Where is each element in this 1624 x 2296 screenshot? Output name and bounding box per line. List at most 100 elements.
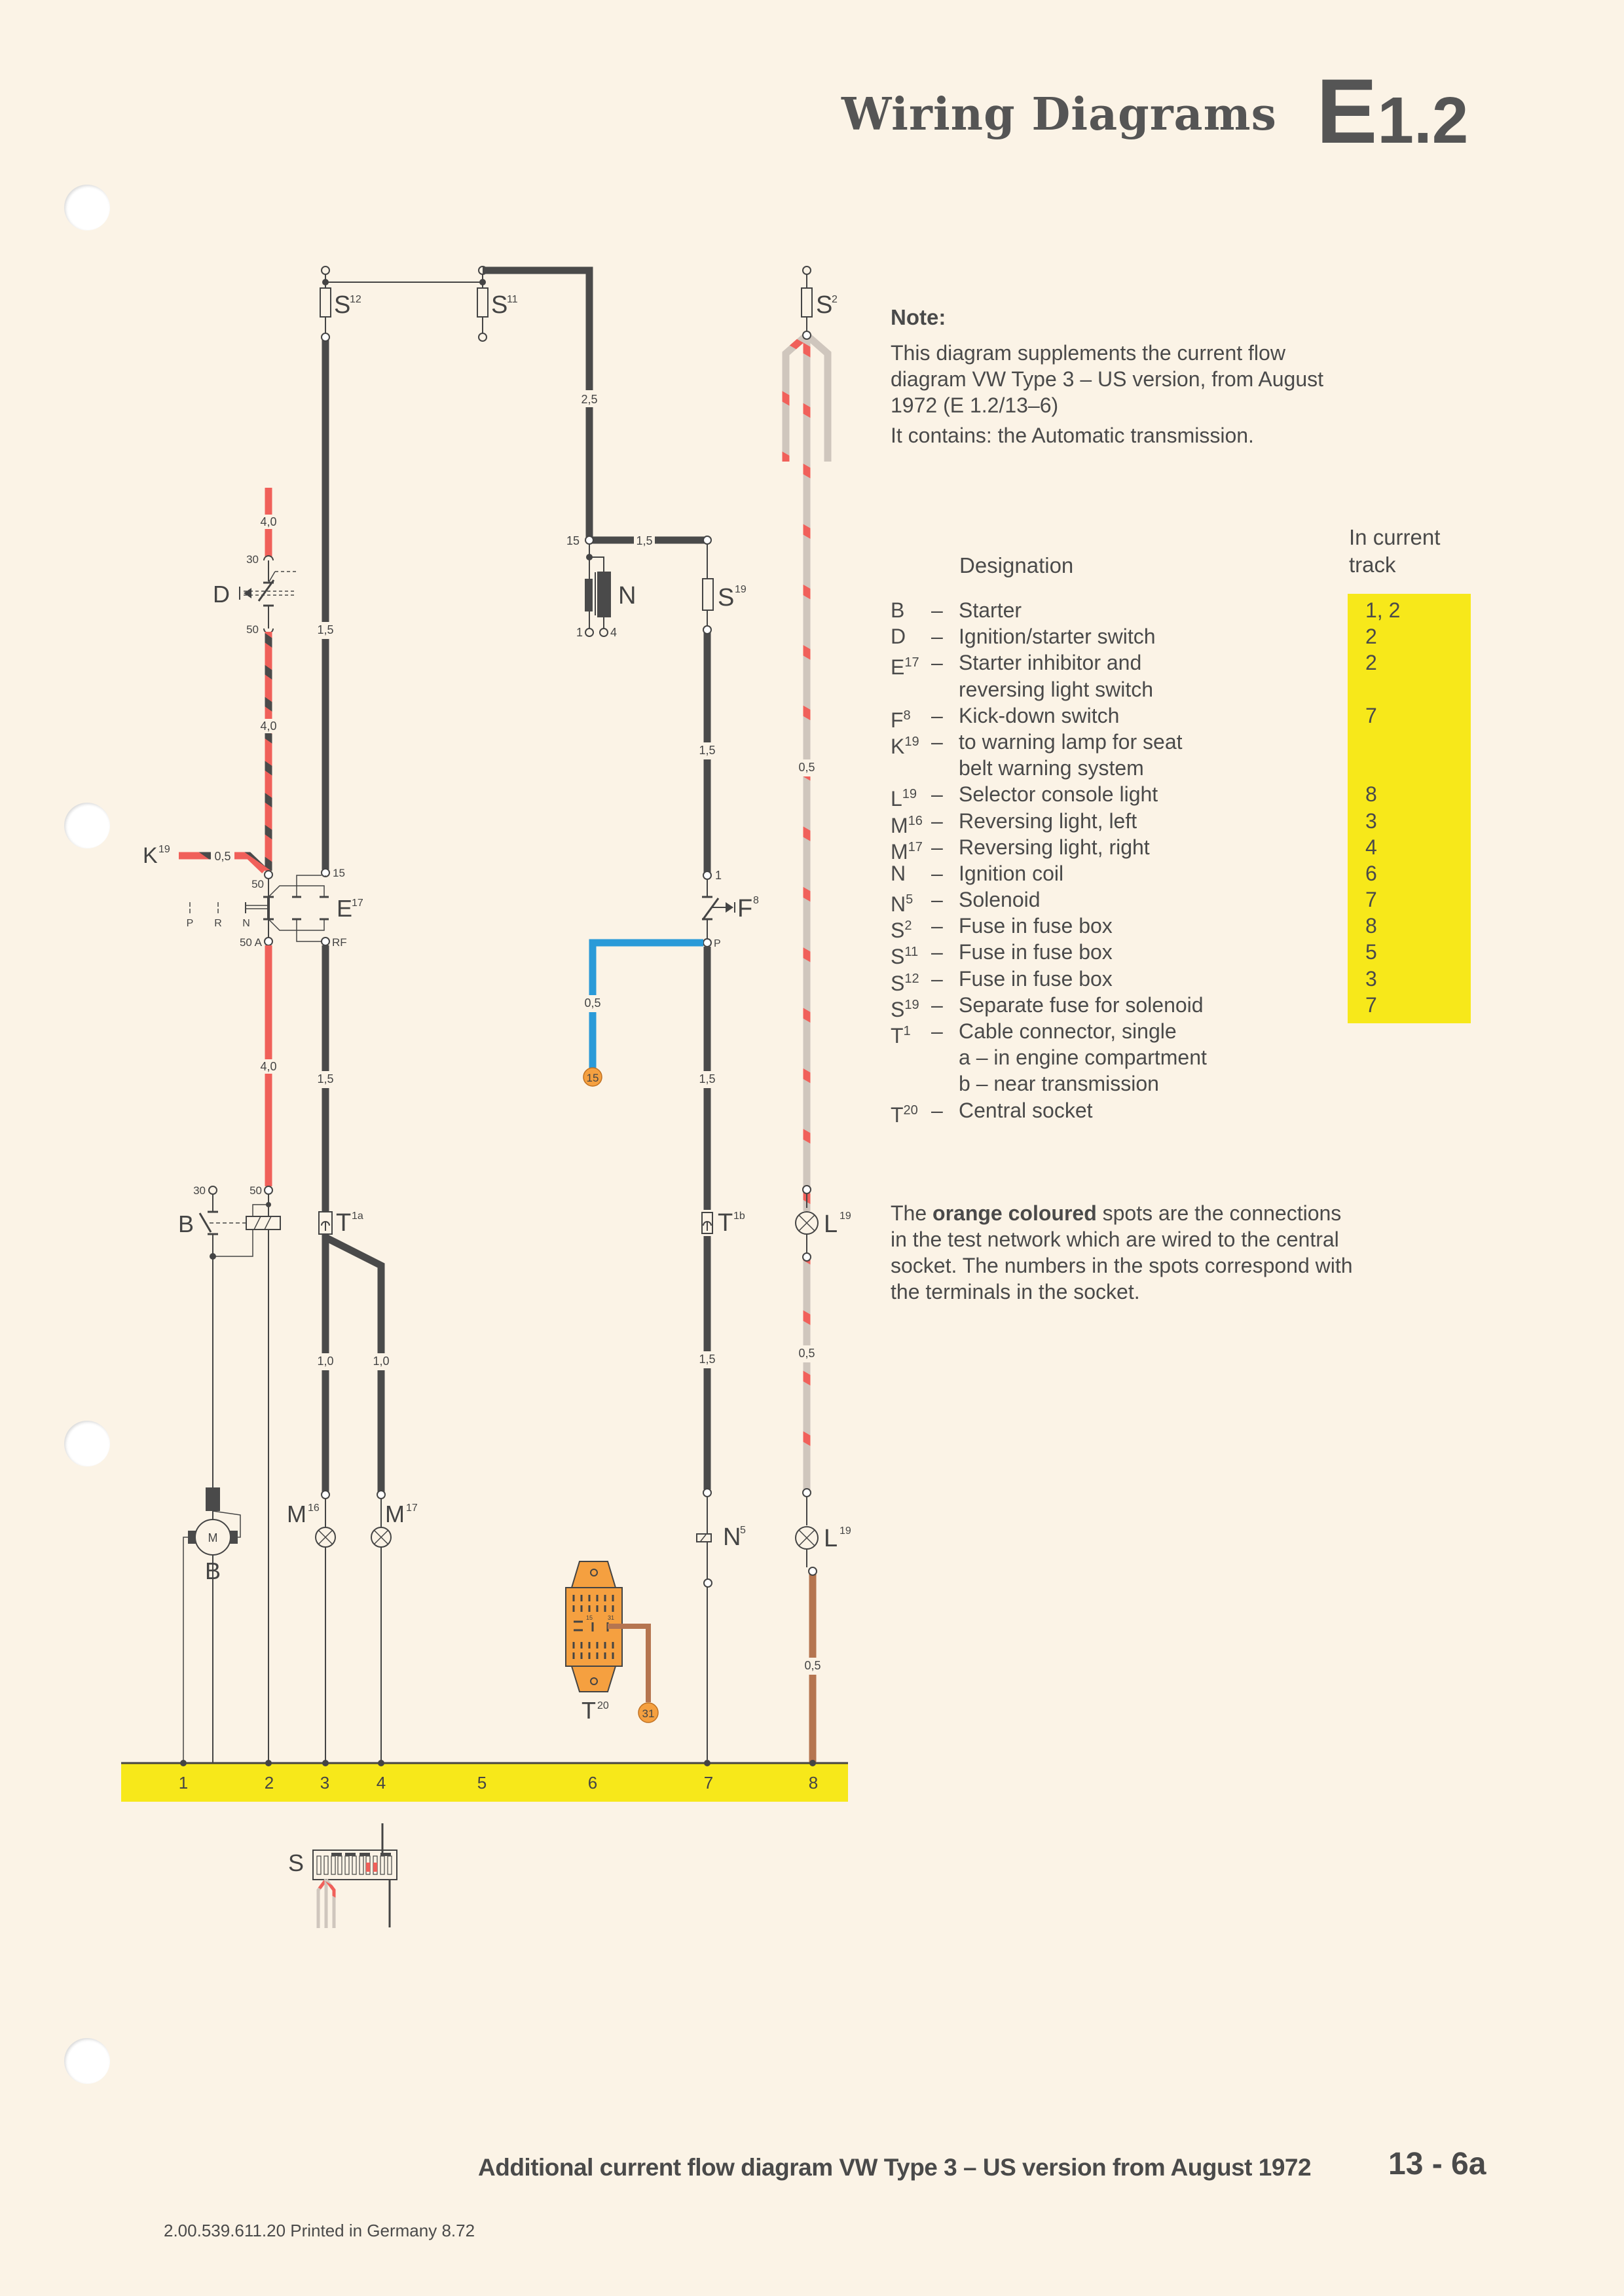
info-prefix: The: [891, 1201, 933, 1225]
svg-text:F: F: [737, 895, 752, 922]
legend-dash: –: [931, 729, 943, 754]
legend-code: T1: [891, 1018, 911, 1049]
legend-track: 2: [1365, 651, 1377, 675]
legend-dash: –: [931, 940, 943, 964]
legend-dash: –: [931, 651, 943, 675]
svg-text:B: B: [205, 1558, 221, 1584]
legend-dash: –: [931, 835, 943, 859]
svg-text:0,5: 0,5: [584, 996, 600, 1010]
connector-t1b: T 1b: [701, 1209, 745, 1237]
svg-text:B: B: [178, 1211, 194, 1237]
legend-code: S19: [891, 992, 919, 1023]
legend-code: M16: [891, 808, 923, 839]
ignition-coil-n: 1 4 N: [576, 544, 636, 639]
legend-row: T1–Cable connector, single: [891, 1018, 1480, 1048]
legend-code: D: [891, 623, 906, 649]
svg-text:19: 19: [735, 584, 747, 595]
legend-code: L19: [891, 781, 917, 812]
svg-text:15: 15: [566, 534, 580, 547]
connector-t1a: T 1a: [318, 1209, 363, 1237]
legend-code-sup: 19: [902, 787, 917, 802]
legend-code-letter: S: [891, 945, 905, 969]
legend-dash: –: [931, 966, 943, 991]
svg-text:7: 7: [704, 1773, 713, 1793]
svg-text:R: R: [214, 918, 222, 929]
reversing-light-m17: M 17: [371, 1490, 418, 1762]
svg-text:0,5: 0,5: [804, 1659, 821, 1672]
legend-code-letter: K: [891, 734, 905, 758]
k19-seatbelt-wire: K 19 0,5: [143, 843, 267, 873]
legend-description: Central socket: [959, 1098, 1093, 1122]
legend-code: S11: [891, 939, 918, 970]
legend-code-sup: 16: [908, 813, 923, 828]
track-column-highlight: [1348, 594, 1471, 1023]
legend-dash: –: [931, 1098, 943, 1122]
fuse-s11: S 11: [477, 266, 518, 342]
solenoid-n5: N 5: [696, 1497, 746, 1760]
legend-track: 6: [1365, 861, 1377, 885]
legend-dash: –: [931, 625, 943, 649]
svg-text:1,5: 1,5: [699, 1072, 715, 1085]
legend-dash: –: [931, 782, 943, 807]
legend-dash: –: [931, 598, 943, 622]
svg-text:15: 15: [587, 1072, 599, 1084]
svg-text:8: 8: [809, 1773, 818, 1793]
legend-description: to warning lamp for seat: [959, 729, 1183, 754]
punch-hole: [64, 2038, 110, 2084]
starter-relay-b: 30 50 B: [178, 1184, 281, 1762]
svg-text:L: L: [824, 1525, 838, 1552]
svg-text:1,5: 1,5: [317, 623, 333, 636]
svg-text:4: 4: [610, 626, 617, 639]
svg-text:1a: 1a: [352, 1211, 363, 1222]
legend-code-sup: 19: [904, 734, 919, 749]
legend-code-letter: L: [891, 787, 902, 811]
punch-hole: [64, 1421, 110, 1467]
svg-text:S: S: [816, 291, 832, 319]
svg-text:1,0: 1,0: [373, 1355, 389, 1368]
svg-text:31: 31: [642, 1707, 655, 1720]
svg-text:D: D: [213, 581, 230, 608]
legend-code-letter: S: [891, 997, 905, 1021]
svg-text:1,5: 1,5: [317, 1072, 333, 1085]
legend-code: N: [891, 860, 906, 886]
legend-row: b – near transmission: [891, 1070, 1480, 1097]
svg-text:20: 20: [597, 1700, 609, 1711]
legend-description: Ignition/starter switch: [959, 625, 1156, 649]
svg-text:19: 19: [840, 1525, 851, 1537]
legend-code-letter: F: [891, 708, 904, 732]
svg-text:T: T: [336, 1209, 351, 1237]
legend-code-sup: 12: [904, 971, 919, 986]
svg-text:50 A: 50 A: [240, 936, 263, 949]
fuse-s2: S 2: [801, 266, 838, 333]
legend-code: T20: [891, 1097, 918, 1128]
svg-text:50: 50: [246, 623, 259, 636]
designation-header: Designation: [959, 553, 1074, 577]
svg-text:5: 5: [477, 1773, 487, 1793]
legend-description: reversing light switch: [959, 677, 1153, 701]
track-header-line1: In current: [1349, 525, 1441, 549]
svg-text:31: 31: [608, 1614, 614, 1621]
svg-text:P: P: [187, 918, 194, 929]
legend-description: Separate fuse for solenoid: [959, 993, 1204, 1017]
svg-text:L: L: [824, 1211, 838, 1238]
legend-code-sup: 17: [904, 655, 919, 670]
note-paragraph-2: It contains: the Automatic transmission.: [891, 424, 1254, 447]
legend-code: M17: [891, 834, 923, 865]
svg-text:8: 8: [753, 895, 759, 906]
svg-text:S: S: [491, 291, 507, 319]
section-letter: E: [1316, 60, 1378, 162]
legend-code-letter: M: [891, 839, 908, 864]
inhibitor-switch-e17: E 17 P R N: [187, 875, 363, 942]
svg-text:M: M: [208, 1531, 218, 1544]
svg-text:30: 30: [246, 553, 259, 566]
legend-code-letter: B: [891, 598, 905, 622]
track-numbers: 1 2 3 4 5 6 7 8: [179, 1773, 818, 1793]
